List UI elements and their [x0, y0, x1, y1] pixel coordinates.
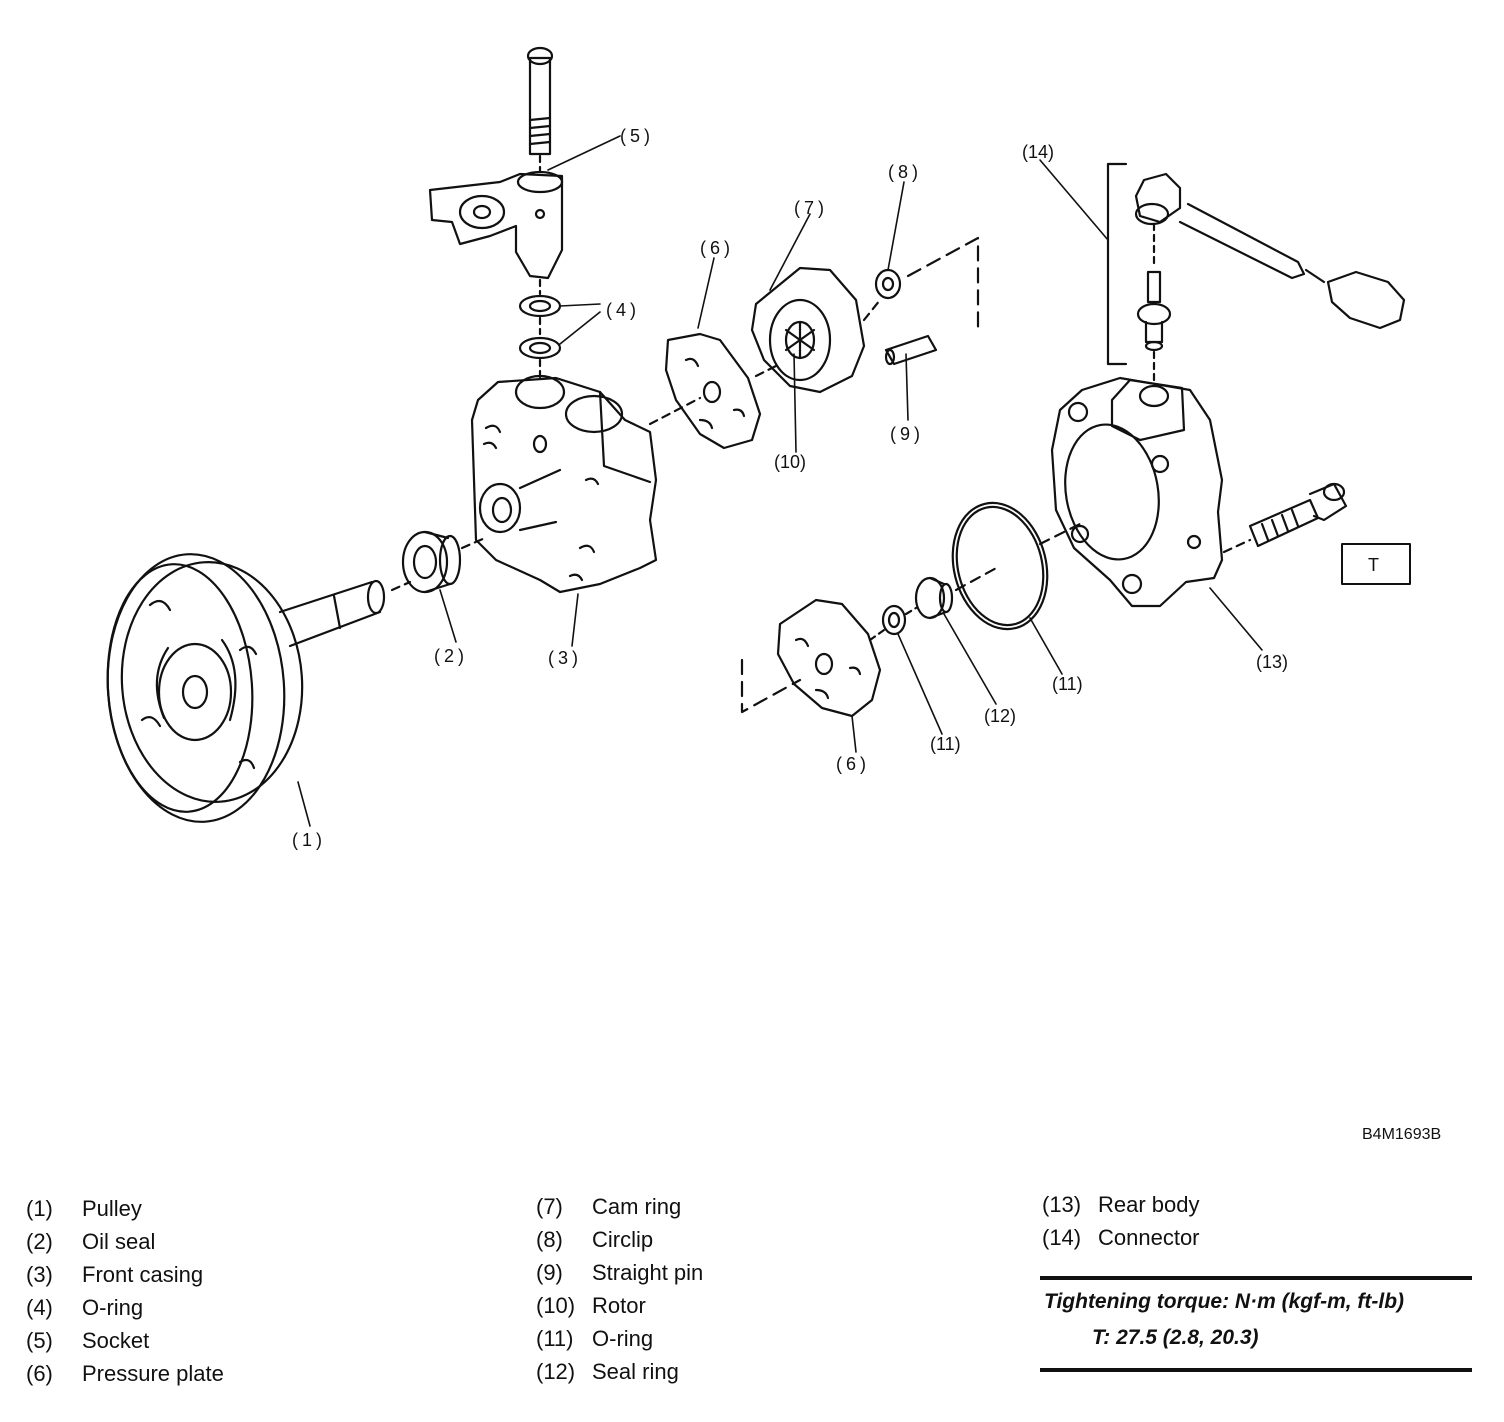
- front-casing-part: [470, 374, 658, 594]
- legend-label: Rotor: [592, 1293, 646, 1318]
- torque-spec-box: Tightening torque: N·m (kgf-m, ft-lb) T:…: [1040, 1276, 1472, 1372]
- legend-item: (4) O-ring: [26, 1291, 224, 1324]
- legend-item: (14) Connector: [1042, 1221, 1200, 1254]
- legend-item: (10) Rotor: [536, 1289, 703, 1322]
- legend-label: Pressure plate: [82, 1361, 224, 1386]
- callout-5: (5): [620, 126, 654, 146]
- pressure-plate-upper-part: [664, 332, 762, 450]
- small-o-ring-part: [881, 604, 907, 636]
- legend-num: (10): [536, 1293, 576, 1318]
- legend-label: Connector: [1098, 1225, 1200, 1250]
- rear-bolt-part: [1248, 482, 1348, 548]
- legend-num: (8): [536, 1227, 563, 1252]
- legend-item: (1) Pulley: [26, 1192, 224, 1225]
- legend-item: (9) Straight pin: [536, 1256, 703, 1289]
- figure-code: B4M1693B: [1362, 1126, 1442, 1143]
- callout-1: (1): [292, 830, 326, 850]
- torque-t-label: T: [1368, 555, 1379, 575]
- connector-part: [1106, 162, 1406, 366]
- legend-label: O-ring: [592, 1326, 654, 1351]
- callout-11-large: (11): [1052, 674, 1083, 694]
- pressure-plate-lower-part: [776, 598, 882, 718]
- legend-label: Oil seal: [82, 1229, 156, 1254]
- callout-3: (3): [548, 648, 582, 668]
- legend-num: (2): [26, 1229, 53, 1254]
- straight-pin-part: [884, 334, 938, 366]
- legend-label: Straight pin: [592, 1260, 704, 1285]
- legend-label: Pulley: [82, 1196, 142, 1221]
- legend-num: (1): [26, 1196, 53, 1221]
- legend-num: (14): [1042, 1225, 1082, 1250]
- legend-num: (6): [26, 1361, 53, 1386]
- oil-seal-part: [401, 530, 462, 594]
- legend-label: Socket: [82, 1328, 150, 1353]
- socket-part: [428, 46, 564, 280]
- callout-6-lower: (6): [836, 754, 870, 774]
- legend-column-2: (7) Cam ring (8) Circlip (9) Straight pin (…: [536, 1190, 703, 1388]
- legend-num: (12): [536, 1359, 576, 1384]
- callout-9: (9): [890, 424, 924, 444]
- axis-line: [390, 580, 412, 592]
- callout-11-small: (11): [930, 734, 961, 754]
- legend-item: (2) Oil seal: [26, 1225, 224, 1258]
- large-o-ring-part: [951, 501, 1049, 631]
- legend-label: Rear body: [1098, 1192, 1200, 1217]
- legend-column-3: (13) Rear body (14) Connector: [1042, 1188, 1200, 1254]
- callout-2: (2): [434, 646, 468, 666]
- legend-label: Front casing: [82, 1262, 204, 1287]
- legend-num: (13): [1042, 1192, 1082, 1217]
- legend-num: (4): [26, 1295, 53, 1320]
- pulley-part: [106, 553, 386, 823]
- callout-8: (8): [888, 162, 922, 182]
- cam-ring-part: [750, 266, 866, 394]
- legend-item: (6) Pressure plate: [26, 1357, 224, 1390]
- legend-column-1: (1) Pulley (2) Oil seal (3) Front casing (4…: [26, 1192, 224, 1390]
- callout-7: (7): [794, 198, 828, 218]
- seal-ring-part: [914, 576, 954, 620]
- legend-num: (11): [536, 1326, 574, 1351]
- leader-lines: [297, 135, 1263, 827]
- legend-label: Cam ring: [592, 1194, 682, 1219]
- circlip-part: [874, 268, 902, 300]
- legend-item: (7) Cam ring: [536, 1190, 703, 1223]
- callout-4: (4): [606, 300, 640, 320]
- legend-label: Circlip: [592, 1227, 654, 1252]
- legend-item: (11) O-ring: [536, 1322, 703, 1355]
- callout-12: (12): [984, 706, 1016, 726]
- o-rings-part: [518, 294, 562, 360]
- callout-10: (10): [774, 452, 806, 472]
- legend-item: (8) Circlip: [536, 1223, 703, 1256]
- legend-item: (13) Rear body: [1042, 1188, 1200, 1221]
- legend-label: Seal ring: [592, 1359, 679, 1384]
- legend-num: (9): [536, 1260, 563, 1285]
- callout-6-upper: (6): [700, 238, 734, 258]
- callout-14: (14): [1022, 142, 1054, 162]
- legend-item: (12) Seal ring: [536, 1355, 703, 1388]
- legend-num: (3): [26, 1262, 53, 1287]
- legend-label: O-ring: [82, 1295, 144, 1320]
- callout-13: (13): [1256, 652, 1288, 672]
- legend-num: (7): [536, 1194, 563, 1219]
- rear-body-part: [1050, 376, 1224, 608]
- legend-item: (3) Front casing: [26, 1258, 224, 1291]
- legend-num: (5): [26, 1328, 53, 1353]
- torque-t-box: [1341, 543, 1411, 585]
- torque-value: T: 27.5 (2.8, 20.3): [1092, 1326, 1259, 1349]
- legend-item: (5) Socket: [26, 1324, 224, 1357]
- torque-title: Tightening torque: N·m (kgf-m, ft-lb): [1044, 1290, 1405, 1313]
